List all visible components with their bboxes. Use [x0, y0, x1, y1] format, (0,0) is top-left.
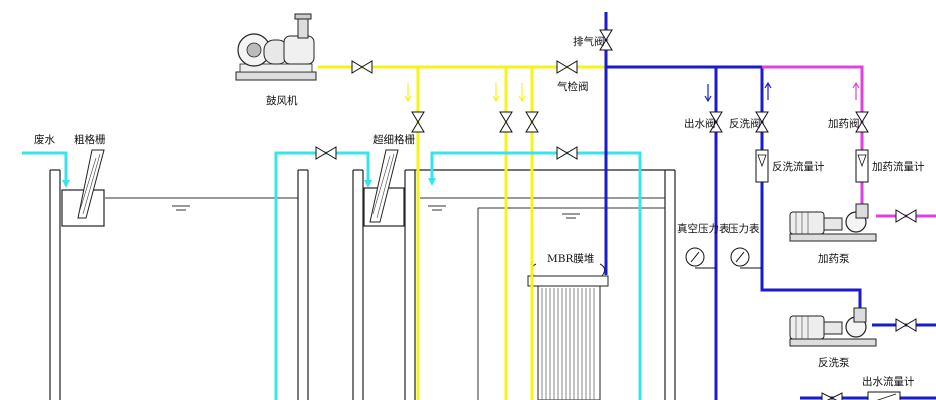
label-vacuum-gauge: 真空压力表	[677, 222, 730, 235]
label-exhaust-valve: 排气阀	[573, 35, 605, 48]
chemical-pipe-network	[762, 65, 936, 218]
water-level-mark-1	[172, 205, 190, 211]
backwash-flowmeter-icon	[755, 149, 769, 183]
valve-tank-feed	[556, 146, 578, 160]
blower-icon	[235, 13, 317, 81]
water-arrows	[62, 178, 436, 188]
label-outlet-flowmeter: 出水流量计	[862, 375, 915, 388]
valve-dosing-inlet	[895, 209, 917, 223]
valve-blower-outlet	[351, 60, 373, 74]
dosing-flowmeter-icon	[855, 149, 869, 183]
label-dosing-valve: 加药阀	[828, 117, 860, 130]
label-backwash-pump: 反洗泵	[818, 357, 850, 369]
dosing-pump-icon	[789, 203, 877, 242]
label-outlet-valve: 出水阀	[684, 117, 716, 130]
label-backwash-valve: 反洗阀	[729, 117, 761, 130]
valve-outlet-bottom	[821, 392, 843, 400]
chemical-arrow	[852, 81, 860, 100]
ultrafine-screen-tank	[352, 169, 676, 400]
outlet-arrows	[704, 81, 772, 103]
label-dosing-flowmeter: 加药流量计	[872, 160, 925, 173]
backwash-pump-icon	[789, 307, 877, 347]
outlet-pipe-network	[604, 12, 936, 400]
valve-air-2	[499, 111, 513, 133]
valve-backwash-inlet	[895, 318, 917, 332]
air-down-arrows	[404, 83, 526, 103]
pressure-gauge-icon	[730, 247, 762, 269]
label-pressure-gauge: 压力表	[728, 222, 760, 235]
label-ultrafine-screen: 超细格栅	[373, 133, 415, 146]
valve-screen-transfer	[315, 146, 337, 160]
outlet-flowmeter-icon	[867, 391, 901, 400]
mbr-membrane-module	[527, 263, 609, 400]
coarse-screen-tank	[49, 169, 309, 400]
valve-air-1	[411, 111, 425, 133]
label-wastewater: 废水	[34, 133, 55, 146]
label-gas-check-valve: 气检阀	[557, 80, 589, 93]
valve-gas-check	[556, 60, 578, 74]
vacuum-gauge-icon	[685, 247, 716, 269]
label-coarse-screen: 粗格栅	[74, 133, 106, 146]
water-level-mark-2	[428, 205, 446, 211]
valve-dosing	[855, 111, 869, 133]
valve-exhaust	[599, 29, 613, 51]
valve-outlet	[709, 111, 723, 133]
label-backwash-flowmeter: 反洗流量计	[772, 160, 825, 173]
label-blower: 鼓风机	[266, 94, 298, 107]
ultrafine-screen-box	[363, 149, 405, 227]
label-dosing-pump: 加药泵	[818, 253, 850, 265]
water-level-mark-3	[562, 213, 580, 219]
label-mbr-module: MBR膜堆	[547, 253, 594, 265]
valve-backwash	[755, 111, 769, 133]
valve-air-3	[525, 111, 539, 133]
coarse-screen-box	[61, 149, 105, 227]
